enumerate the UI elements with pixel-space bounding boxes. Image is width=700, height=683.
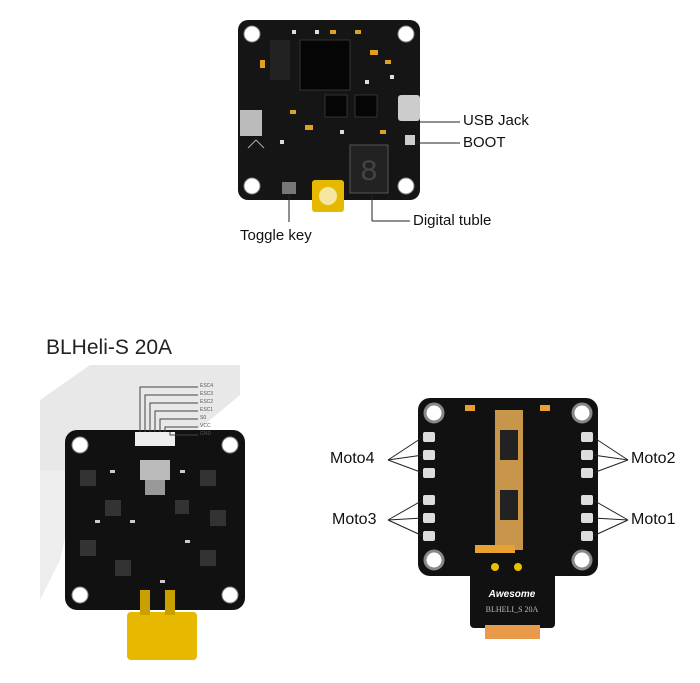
motor-callouts (387, 436, 629, 537)
pin-labels: ESC4 ESC3 ESC2 ESC1 S0 VCC GND (200, 382, 213, 438)
moto1-label: Moto1 (631, 511, 676, 528)
toggle-key-label: Toggle key (240, 227, 312, 244)
pin-wires (139, 386, 198, 436)
moto2-label: Moto2 (631, 450, 676, 467)
pin-label: ESC4 (200, 383, 214, 389)
usb-jack-label: USB Jack (463, 112, 529, 129)
pin-label: ESC3 (200, 391, 214, 397)
moto3-label: Moto3 (332, 511, 377, 528)
esc-title: BLHeli-S 20A (46, 336, 173, 359)
boot-button (405, 135, 415, 145)
esc-board-right: Awesome BLHELI_S 20A (387, 398, 629, 639)
xt30-connector (127, 612, 197, 660)
pin-label: ESC2 (200, 399, 214, 405)
esc-board-left (40, 365, 245, 660)
digital-tube (349, 144, 389, 194)
digital-tube-label: Digital tuble (413, 212, 492, 229)
flight-controller-board: 8 (238, 20, 460, 222)
pin-label: VCC (200, 423, 211, 429)
pin-label: GND (200, 431, 212, 437)
svg-text:BLHELI_S 20A: BLHELI_S 20A (486, 605, 539, 614)
pin-label: ESC1 (200, 407, 214, 413)
callout-lines (288, 121, 460, 222)
pin-label: S0 (200, 415, 207, 421)
moto4-label: Moto4 (330, 450, 375, 467)
svg-text:Awesome: Awesome (488, 589, 536, 600)
usb-jack (398, 95, 420, 121)
svg-text:8: 8 (360, 156, 378, 190)
boot-label: BOOT (463, 134, 506, 151)
